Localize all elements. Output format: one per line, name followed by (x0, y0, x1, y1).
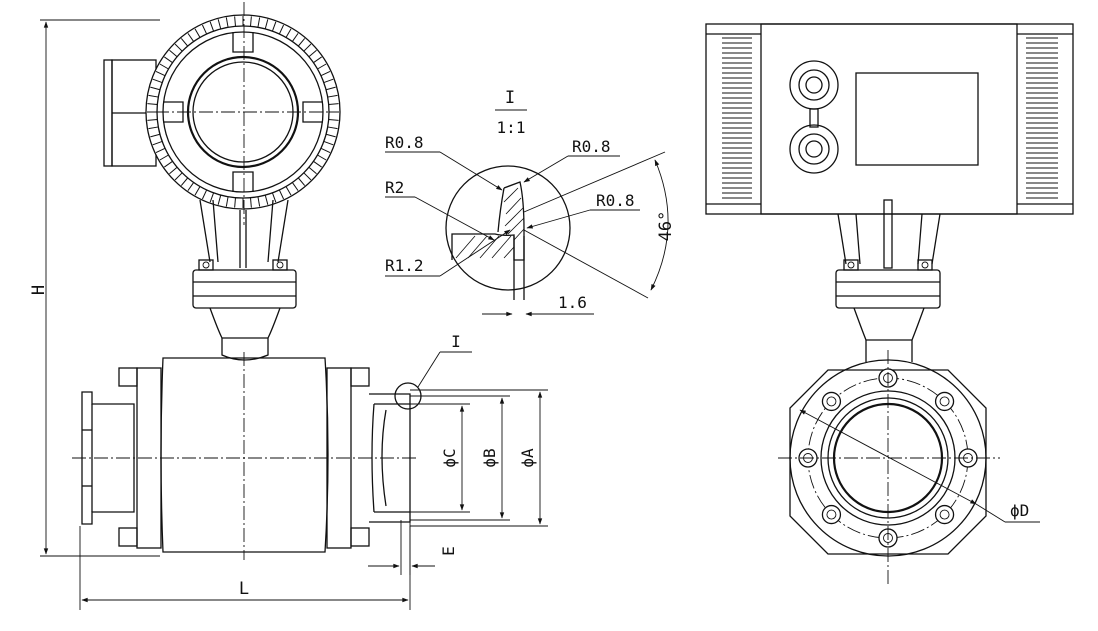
flange-bolt (934, 504, 955, 525)
dimension-e: E (368, 520, 458, 575)
dimension-cba: ϕC ϕB ϕA (410, 389, 548, 527)
support-neck (192, 199, 297, 361)
detail-scale: 1:1 (497, 118, 526, 137)
sensor-body (72, 2, 418, 560)
label-r08-right: R0.8 (596, 191, 635, 210)
detail-title: I (505, 88, 515, 108)
converter-front (705, 23, 1074, 215)
label-r12: R1.2 (385, 256, 424, 275)
front-flange (778, 350, 1000, 586)
label-thickness: 1.6 (558, 293, 587, 312)
side-view: H (29, 2, 548, 610)
detail-i-view: I 1:1 R0.8 R0.8 R2 R0 (385, 88, 676, 317)
label-r2: R2 (385, 178, 404, 197)
dimension-d: ϕD (799, 409, 1040, 523)
flange-bolt (821, 391, 842, 412)
front-view: ϕD (705, 23, 1074, 586)
lcd-screen (855, 72, 979, 166)
button-bottom-icon (789, 124, 839, 174)
flange-bolt (821, 504, 842, 525)
flange-bolt (934, 391, 955, 412)
dim-b-label: ϕB (480, 448, 499, 467)
label-r08-left: R0.8 (385, 133, 424, 152)
label-angle: 46° (656, 211, 676, 242)
dim-e-label: E (439, 546, 458, 556)
dimension-l: L (79, 526, 411, 610)
dimension-h: H (29, 19, 160, 557)
button-top-icon (789, 60, 839, 110)
detail-callout: I (394, 332, 472, 410)
section-hatch (455, 187, 525, 259)
dim-l-label: L (239, 579, 249, 599)
front-support (835, 199, 941, 362)
label-r08-top: R0.8 (572, 137, 611, 156)
dim-d-label: ϕD (1010, 501, 1029, 520)
dim-c-label: ϕC (440, 448, 459, 467)
dim-a-label: ϕA (518, 448, 537, 468)
dim-h-label: H (29, 285, 49, 295)
detail-callout-label: I (451, 332, 461, 351)
